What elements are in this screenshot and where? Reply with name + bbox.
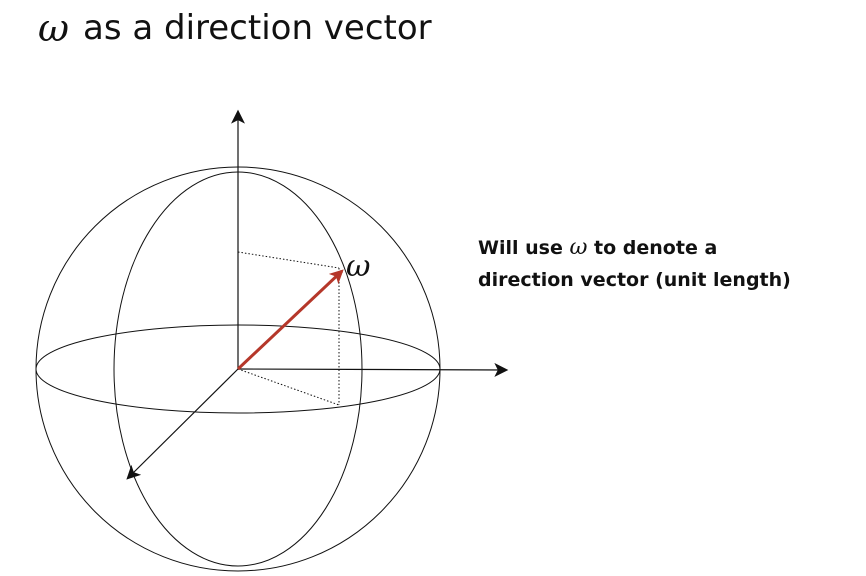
slide-title: ω as a direction vector bbox=[38, 0, 432, 56]
y-axis bbox=[237, 362, 509, 377]
title-omega-symbol: ω bbox=[38, 6, 69, 50]
side-note-omega-symbol: ω bbox=[569, 235, 588, 260]
x-axis bbox=[126, 368, 239, 480]
side-note: Will use ω to denote a direction vector … bbox=[478, 232, 858, 296]
projection-lines bbox=[237, 251, 340, 406]
side-note-line-1: Will use ω to denote a bbox=[478, 232, 858, 264]
omega-vector-label: ω bbox=[346, 249, 370, 284]
side-note-prefix: Will use bbox=[478, 237, 563, 259]
side-note-line-2: direction vector (unit length) bbox=[478, 269, 791, 291]
title-text: as a direction vector bbox=[83, 8, 432, 48]
side-note-suffix: to denote a bbox=[594, 237, 718, 259]
omega-vector bbox=[236, 269, 344, 371]
